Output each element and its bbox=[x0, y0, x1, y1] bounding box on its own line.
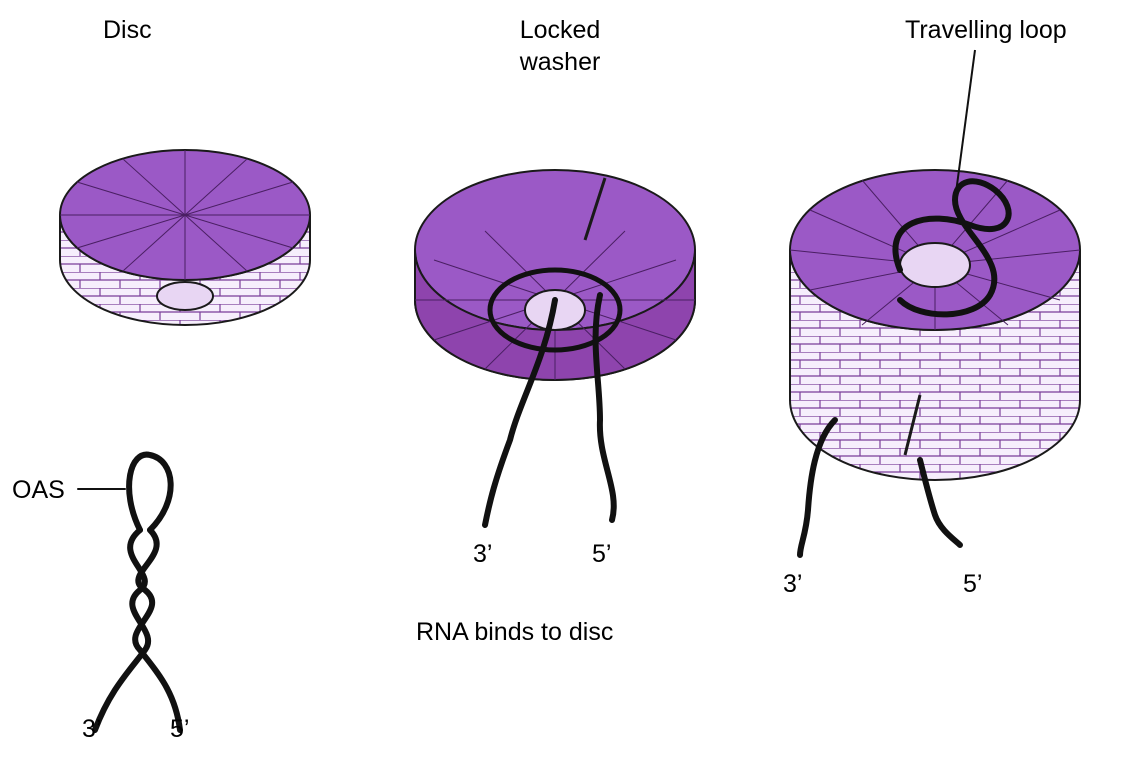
disc-title: Disc bbox=[103, 14, 152, 46]
travelling-loop-structure bbox=[790, 50, 1080, 480]
locked-washer-title-line1: Locked bbox=[480, 14, 640, 46]
disc-5prime-label: 5’ bbox=[170, 713, 189, 745]
disc-central-hole bbox=[157, 282, 213, 310]
stack-central-hole bbox=[900, 243, 970, 287]
oas-loop-top bbox=[129, 455, 171, 530]
loop-3prime-label: 3’ bbox=[783, 568, 802, 600]
washer-5prime-label: 5’ bbox=[592, 538, 611, 570]
rna-binds-caption: RNA binds to disc bbox=[416, 616, 613, 648]
loop-5prime-label: 5’ bbox=[963, 568, 982, 600]
locked-washer-title-line2: washer bbox=[480, 46, 640, 78]
disc-structure bbox=[60, 150, 310, 365]
travelling-loop-title: Travelling loop bbox=[905, 14, 1067, 46]
oas-hairpin bbox=[78, 455, 180, 730]
locked-washer-structure bbox=[415, 170, 695, 380]
disc-3prime-label: 3’ bbox=[82, 713, 101, 745]
washer-3prime-label: 3’ bbox=[473, 538, 492, 570]
oas-label: OAS bbox=[12, 474, 65, 506]
